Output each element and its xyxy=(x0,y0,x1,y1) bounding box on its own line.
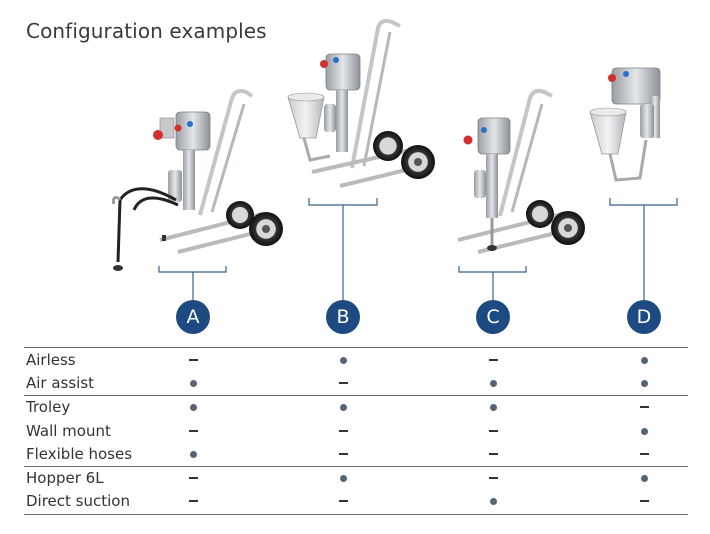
not-included-dash xyxy=(634,446,654,462)
row-label: Wall mount xyxy=(26,422,111,440)
table-rule-group-1 xyxy=(24,395,688,396)
included-dot xyxy=(183,375,203,391)
not-included-dash xyxy=(183,470,203,486)
row-label: Flexible hoses xyxy=(26,445,133,463)
not-included-dash xyxy=(483,446,503,462)
pump-illustration-d xyxy=(589,67,661,182)
column-badge-c: C xyxy=(476,300,510,334)
not-included-dash xyxy=(634,493,654,509)
row-label: Airless xyxy=(26,351,76,369)
included-dot xyxy=(634,352,654,368)
page-title: Configuration examples xyxy=(26,19,267,43)
not-included-dash xyxy=(333,493,353,509)
row-label: Direct suction xyxy=(26,492,130,510)
not-included-dash xyxy=(483,423,503,439)
row-label: Air assist xyxy=(26,374,95,392)
not-included-dash xyxy=(483,352,503,368)
bracket-d xyxy=(609,198,678,300)
included-dot xyxy=(483,375,503,391)
included-dot xyxy=(483,399,503,415)
pump-illustration-c xyxy=(457,88,585,254)
column-badge-a: A xyxy=(176,300,210,334)
not-included-dash xyxy=(634,399,654,415)
included-dot xyxy=(634,423,654,439)
included-dot xyxy=(333,352,353,368)
table-rule-group-2 xyxy=(24,466,688,467)
included-dot xyxy=(333,470,353,486)
bracket-c xyxy=(458,266,527,300)
included-dot xyxy=(634,470,654,486)
included-dot xyxy=(333,399,353,415)
table-rule-bottom xyxy=(24,514,688,515)
column-badge-b: B xyxy=(326,300,360,334)
not-included-dash xyxy=(333,446,353,462)
not-included-dash xyxy=(183,352,203,368)
included-dot xyxy=(483,493,503,509)
column-badge-d: D xyxy=(627,300,661,334)
included-dot xyxy=(183,399,203,415)
table-rule-top xyxy=(24,347,688,348)
included-dot xyxy=(634,375,654,391)
included-dot xyxy=(183,446,203,462)
not-included-dash xyxy=(183,493,203,509)
row-label: Troley xyxy=(26,398,71,416)
not-included-dash xyxy=(333,423,353,439)
row-label: Hopper 6L xyxy=(26,469,104,487)
pump-illustration-b xyxy=(287,18,435,188)
bracket-b xyxy=(308,198,378,300)
not-included-dash xyxy=(483,470,503,486)
pump-illustration-a xyxy=(112,88,283,271)
not-included-dash xyxy=(333,375,353,391)
not-included-dash xyxy=(183,423,203,439)
bracket-a xyxy=(158,266,227,300)
